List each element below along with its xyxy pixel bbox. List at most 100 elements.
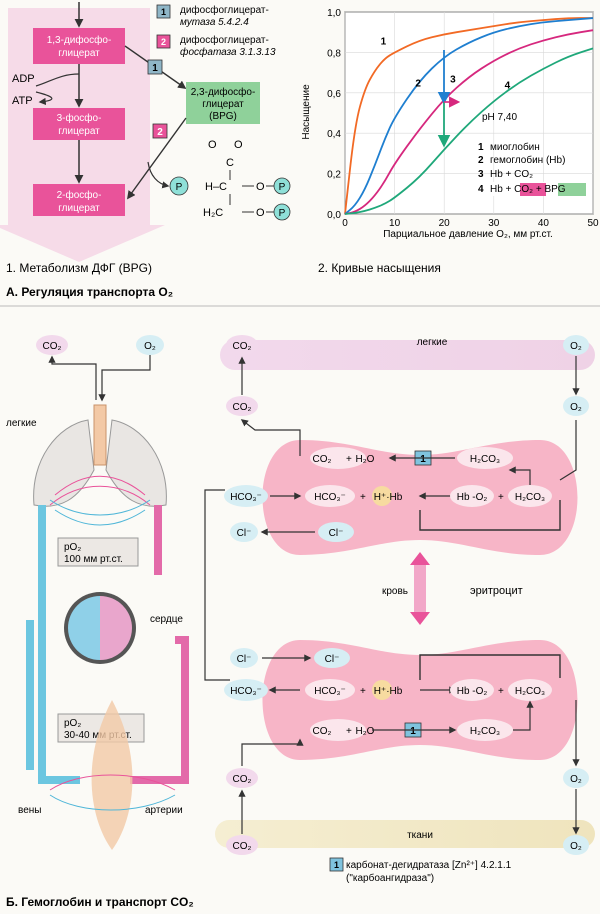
note-enzyme-line2: ("карбоангидраза") <box>346 872 434 884</box>
curve-label-1: 1 <box>381 36 387 47</box>
svg-text:+: + <box>346 726 352 737</box>
ph-annotation: pH 7,40 <box>482 112 517 123</box>
po2-lung-line2: 100 мм рт.ст. <box>64 554 123 565</box>
box-bpg <box>186 82 260 124</box>
phosphate-p1: P <box>176 182 183 193</box>
circ-heart-label: сердце <box>150 614 183 625</box>
svg-text:Cl⁻: Cl⁻ <box>237 528 252 539</box>
box-3pg <box>33 108 125 140</box>
svg-text:+: + <box>360 686 366 697</box>
box-13bpg <box>33 28 125 64</box>
svg-text:O: O <box>256 207 265 219</box>
svg-text:H₂C: H₂C <box>203 207 223 219</box>
svg-text:HCO₃⁻: HCO₃⁻ <box>314 492 346 503</box>
svg-text:+: + <box>360 492 366 503</box>
y-tick-label: 0,4 <box>327 129 341 140</box>
band-tissues-label: ткани <box>407 830 433 841</box>
x-tick-label: 20 <box>439 218 451 229</box>
svg-text:H₂CO₃: H₂CO₃ <box>515 492 545 503</box>
legend-4-num: 4 <box>478 184 484 195</box>
box-3pg-line1: 3-фосфо- <box>57 112 102 124</box>
y-axis-label: Насыщение <box>301 84 312 140</box>
box-13bpg-line1: 1,3-дифосфо- <box>47 34 112 46</box>
svg-text:H₂O: H₂O <box>356 726 375 737</box>
circ-arteries-label: артерии <box>145 805 183 816</box>
svg-text:HCO₃⁻: HCO₃⁻ <box>314 686 346 697</box>
svg-text:H₂CO₃: H₂CO₃ <box>470 726 500 737</box>
svg-text:O: O <box>208 139 217 151</box>
x-axis-label: Парциальное давление O₂, мм рт.ст. <box>383 229 553 240</box>
note-enzyme-num: 1 <box>334 860 339 870</box>
legend-1-name: миоглобин <box>490 141 540 153</box>
legend-2-name: гемоглобин (Hb) <box>490 154 565 166</box>
bpg-metabolism: 1,3-дифосфо- глицерат ADP ATP 3-фосфо- г… <box>0 2 291 275</box>
curve-1 <box>344 17 593 215</box>
po2-lung-line1: pO₂ <box>64 542 81 553</box>
phosphate-p2: P <box>279 182 286 193</box>
legend-1-num: 1 <box>478 142 484 153</box>
svg-text:CO₂: CO₂ <box>233 774 252 785</box>
box-2pg-line1: 2-фосфо- <box>57 189 102 201</box>
x-tick-label: 50 <box>587 218 599 229</box>
legend-enz1-num: 1 <box>161 7 166 17</box>
svg-text:CO₂: CO₂ <box>313 454 332 465</box>
x-tick-label: 30 <box>488 218 500 229</box>
svg-text:CO₂: CO₂ <box>233 341 252 352</box>
svg-text:H⁺·Hb: H⁺·Hb <box>374 492 403 503</box>
atp-label: ATP <box>12 95 33 107</box>
enzyme2-badge: 2 <box>157 127 163 138</box>
x-tick-label: 40 <box>538 218 550 229</box>
svg-text:+: + <box>498 686 504 697</box>
blood-label: кровь <box>382 586 408 597</box>
metab-caption: 1. Метаболизм ДФГ (BPG) <box>6 261 152 275</box>
svg-text:O₂: O₂ <box>570 774 582 785</box>
svg-text:H⁺·Hb: H⁺·Hb <box>374 686 403 697</box>
svg-text:H₂CO₃: H₂CO₃ <box>470 454 500 465</box>
erythrocyte-lungs: CO₂ + H₂O 1 H₂CO₃ HCO₃⁻ + H⁺·Hb Hb -O₂ +… <box>224 419 578 555</box>
svg-text:CO₂: CO₂ <box>233 402 252 413</box>
band-lungs-label: легкие <box>417 337 448 348</box>
chart-caption: 2. Кривые насыщения <box>318 261 441 275</box>
legend-enz2-line1: дифосфоглицерат- <box>180 34 269 46</box>
enzyme1-badge: 1 <box>152 63 158 74</box>
svg-text:1: 1 <box>420 454 426 465</box>
svg-text:H₂CO₃: H₂CO₃ <box>515 686 545 697</box>
svg-text:O₂: O₂ <box>570 402 582 413</box>
note-enzyme-line1: карбонат-дегидратаза [Zn²⁺] 4.2.1.1 <box>346 859 512 871</box>
legend-2-num: 2 <box>478 155 484 166</box>
gas-bubbles: CO₂ CO₂ O₂ O₂ CO₂ CO₂ O₂ O₂ <box>226 335 589 855</box>
lungs-band: легкие <box>220 337 595 370</box>
box-2pg-line2: глицерат <box>58 203 100 214</box>
circ-co2-top: CO₂ <box>43 341 62 352</box>
y-tick-label: 0,0 <box>327 210 341 221</box>
tissues-band: ткани <box>215 820 595 848</box>
svg-text:1: 1 <box>410 726 416 737</box>
legend-3-num: 3 <box>478 169 484 180</box>
svg-text:+: + <box>346 454 352 465</box>
bpg-line2: глицерат <box>202 99 244 110</box>
svg-text:CO₂: CO₂ <box>313 726 332 737</box>
box-2pg <box>33 184 125 216</box>
y-tick-label: 1,0 <box>327 8 341 19</box>
box-3pg-line2: глицерат <box>58 126 100 137</box>
svg-text:Cl⁻: Cl⁻ <box>237 654 252 665</box>
erythrocyte-label: эритроцит <box>470 585 523 597</box>
bpg-structure: O O C H–C O P H₂C O P <box>203 139 291 221</box>
legend-enz2-line2: фосфатаза 3.1.3.13 <box>180 46 276 58</box>
legend-enz2-num: 2 <box>161 37 166 47</box>
curve-3 <box>344 29 594 215</box>
svg-text:C: C <box>226 157 234 169</box>
circulation: CO₂ O₂ легкие сердце pO₂ 100 мм рт.ст. <box>6 335 189 850</box>
svg-text:Hb -O₂: Hb -O₂ <box>457 686 488 697</box>
chart-legend: 1 миоглобин 2 гемоглобин (Hb) 3 Hb + CO₂… <box>478 141 586 196</box>
svg-text:Cl⁻: Cl⁻ <box>325 654 340 665</box>
curve-4 <box>344 47 594 215</box>
bpg-line3: (BPG) <box>209 111 237 122</box>
box-13bpg-line2: глицерат <box>58 48 100 59</box>
y-tick-label: 0,8 <box>327 48 341 59</box>
svg-text:Cl⁻: Cl⁻ <box>329 528 344 539</box>
circ-o2-top: O₂ <box>144 341 156 352</box>
erythrocyte-tissues: Cl⁻ Cl⁻ HCO₃⁻ HCO₃⁻ + H⁺·Hb Hb -O₂ + H₂C… <box>224 640 580 767</box>
svg-text:HCO₃⁻: HCO₃⁻ <box>230 492 262 503</box>
